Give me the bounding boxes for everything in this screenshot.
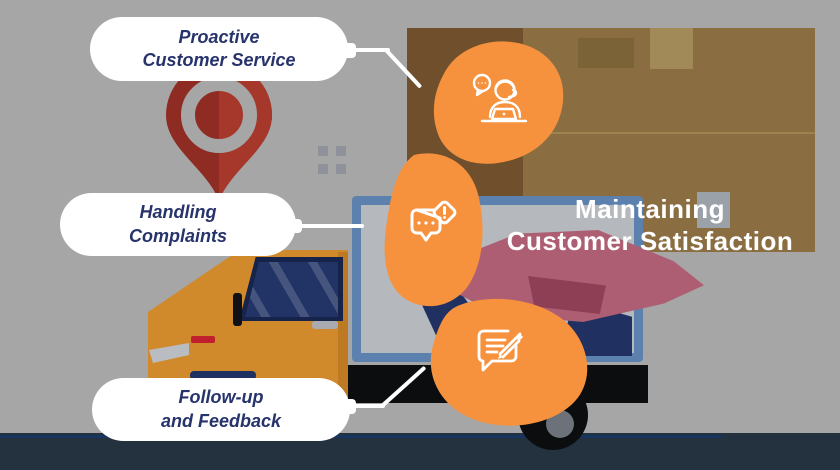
truck-cab-shade — [338, 252, 348, 404]
deco-square — [336, 164, 346, 174]
label-line: Follow-up — [178, 387, 264, 408]
truck-marker-light — [191, 336, 215, 343]
callout-nub — [344, 399, 356, 414]
label-line: Complaints — [128, 225, 227, 246]
cardboard-box-seam — [523, 132, 815, 134]
truck-side-mirror — [233, 293, 242, 326]
truck-bumper-strip — [190, 371, 256, 380]
cardboard-box-tape — [650, 28, 693, 69]
page-title: Maintaining Customer Satisfaction — [470, 194, 830, 257]
feedback-writing-icon — [477, 329, 523, 372]
truck-door-handle — [312, 321, 338, 329]
ground-edge-line — [0, 435, 722, 438]
cardboard-box-patch — [578, 38, 634, 68]
deco-square — [318, 164, 328, 174]
callout-nub — [344, 43, 356, 58]
truck-windshield — [245, 262, 338, 317]
location-pin-icon — [166, 62, 272, 200]
title-line-1: Maintaining — [575, 194, 725, 224]
callout-line — [298, 224, 364, 228]
label-follow-up-and-feedback: Follow-up and Feedback — [92, 378, 350, 441]
label-proactive-customer-service: Proactive Customer Service — [90, 17, 348, 81]
cardboard-box-label-patch — [697, 192, 730, 228]
callout-nub — [292, 219, 302, 233]
callout-line — [352, 48, 390, 52]
deco-square — [318, 146, 328, 156]
label-line: Customer Service — [142, 50, 296, 70]
deco-square — [336, 146, 346, 156]
label-line: Handling — [139, 202, 217, 223]
support-agent-icon — [472, 73, 528, 123]
label-handling-complaints: Handling Complaints — [60, 193, 296, 256]
label-line: and Feedback — [160, 410, 282, 431]
petal-complaints — [384, 153, 483, 307]
title-line-2: Customer Satisfaction — [506, 225, 794, 256]
complaint-alert-bubble-icon — [410, 200, 457, 242]
label-line: Proactive — [178, 26, 260, 47]
callout-line — [352, 404, 385, 408]
